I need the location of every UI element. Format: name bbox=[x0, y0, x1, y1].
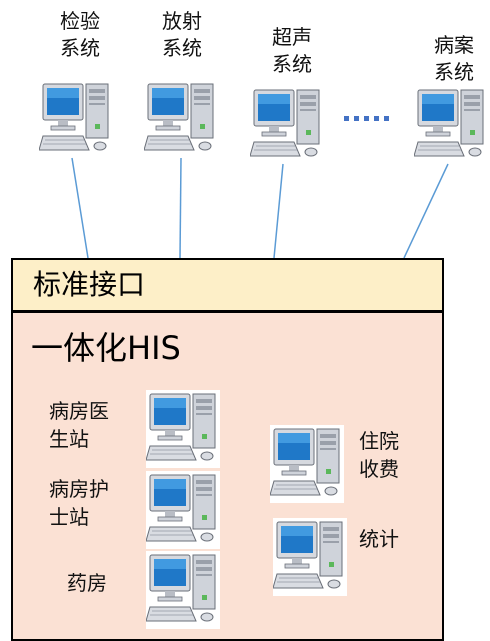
module-label-pharmacy: 药房 bbox=[67, 571, 107, 595]
computer-icon bbox=[273, 518, 347, 596]
connector-ultrasound bbox=[273, 163, 284, 259]
module-label-doctor-station: 病房医 生站 bbox=[49, 399, 109, 451]
connector-lab bbox=[71, 157, 89, 259]
module-label-billing: 住院 收费 bbox=[359, 429, 399, 481]
computer-icon bbox=[250, 86, 324, 164]
computer-icon bbox=[146, 390, 220, 468]
system-label-records: 病案 系统 bbox=[434, 33, 474, 84]
computer-icon bbox=[414, 86, 488, 164]
connector-records bbox=[403, 163, 449, 259]
standard-interface-label: 标准接口 bbox=[33, 268, 146, 301]
system-label-lab: 检验 系统 bbox=[60, 9, 100, 60]
standard-interface-box: 标准接口 bbox=[11, 258, 444, 312]
computer-icon bbox=[146, 471, 220, 549]
computer-icon bbox=[270, 425, 344, 503]
computer-icon bbox=[39, 80, 113, 158]
ellipsis-dots bbox=[344, 116, 389, 121]
system-label-radiology: 放射 系统 bbox=[162, 9, 202, 60]
module-label-nurse-station: 病房护 士站 bbox=[49, 477, 109, 529]
module-label-statistics: 统计 bbox=[359, 527, 399, 551]
computer-icon bbox=[144, 80, 218, 158]
integrated-his-box: 一体化HIS 病房医 生站 病房护 士站 药房 住院 收费 统计 bbox=[11, 311, 444, 641]
computer-icon bbox=[146, 551, 220, 629]
his-title: 一体化HIS bbox=[31, 329, 181, 367]
connector-radiology bbox=[179, 157, 182, 259]
system-label-ultrasound: 超声 系统 bbox=[272, 25, 312, 76]
